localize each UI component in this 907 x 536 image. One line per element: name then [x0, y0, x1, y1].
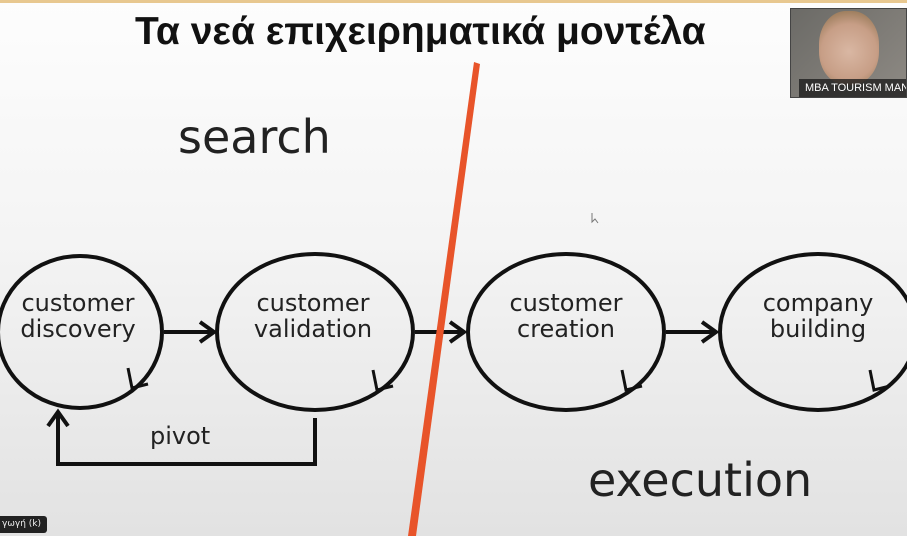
cursor-icon	[591, 213, 599, 224]
participant-name: MBA TOURISM MANA	[799, 79, 906, 97]
circle-customer-discovery	[0, 254, 164, 410]
pivot-loop	[46, 408, 317, 466]
speaker-badge: γωγή (k)	[0, 516, 47, 533]
search-label: search	[178, 110, 331, 164]
circle-customer-creation	[466, 252, 666, 412]
pivot-label: pivot	[150, 422, 211, 450]
slide-title: Τα νεά επιχειρηματικά μοντέλα	[135, 10, 706, 53]
circle-company-building	[718, 252, 907, 412]
execution-label: execution	[588, 453, 813, 507]
arrow-3	[666, 320, 720, 344]
top-border	[0, 0, 907, 3]
orange-divider	[408, 62, 480, 536]
arrow-1	[164, 320, 218, 344]
participant-avatar	[819, 11, 879, 85]
participant-video-tile[interactable]: MBA TOURISM MANA	[790, 8, 907, 98]
